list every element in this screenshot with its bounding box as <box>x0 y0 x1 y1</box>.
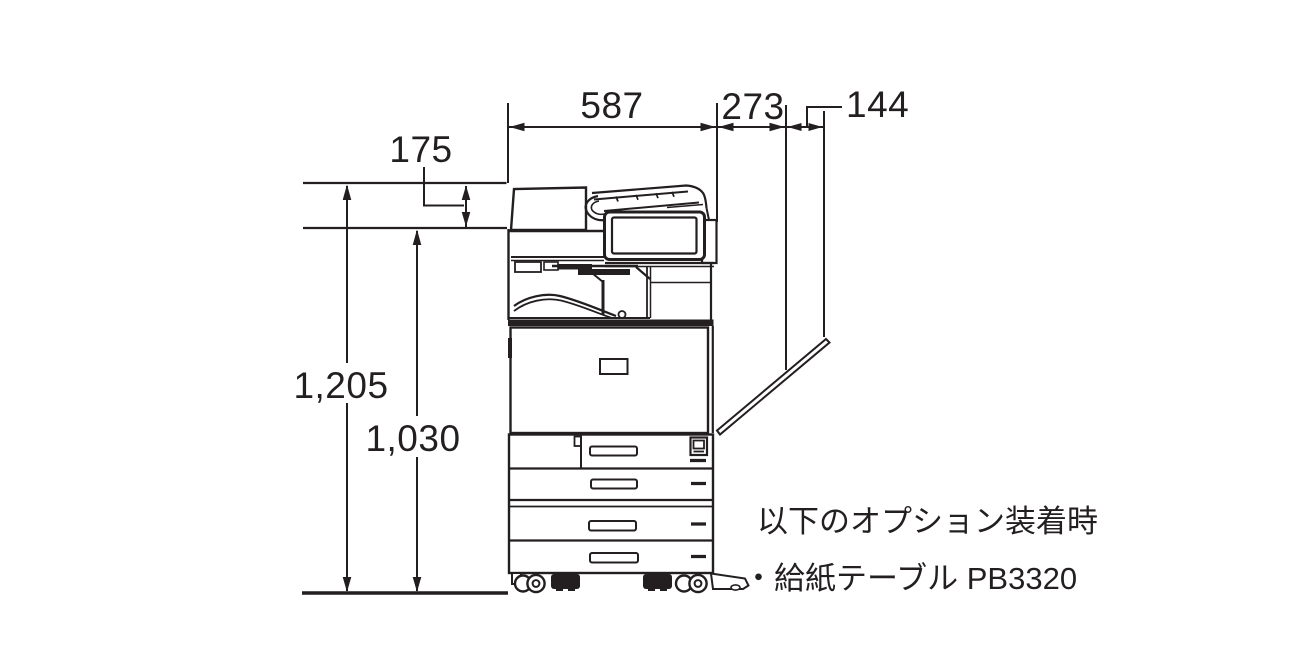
door-latch <box>573 435 582 447</box>
printer-side-view <box>507 184 831 594</box>
front-door <box>508 326 714 435</box>
tray2-handle <box>590 478 638 490</box>
casters <box>511 572 750 594</box>
body-separator-band <box>508 319 714 326</box>
width-bypass-ext-label: 144 <box>846 84 909 125</box>
paper-tray-stack <box>507 433 715 575</box>
leader-144 <box>806 106 842 127</box>
option-note-line2: ・給紙テーブル PB3320 <box>743 561 1077 596</box>
width-main-label: 587 <box>580 85 643 126</box>
height-adf-diff-label: 175 <box>389 129 452 170</box>
tray3-handle <box>588 520 637 532</box>
tray4-handle <box>589 552 639 564</box>
leader-175 <box>423 167 464 207</box>
touchscreen <box>610 216 698 255</box>
width-bypass-label: 273 <box>721 86 784 127</box>
height-body-label: 1,030 <box>365 418 460 459</box>
scanner-body <box>507 220 713 322</box>
dimension-lines <box>302 103 842 595</box>
option-note-line1: 以下のオプション装着時 <box>757 504 1098 539</box>
height-total-label: 1,205 <box>293 365 388 406</box>
tray1-handle <box>589 445 638 457</box>
inner-output-tray <box>509 261 711 319</box>
paper-indicator <box>689 436 709 457</box>
door-emblem <box>599 358 629 375</box>
bypass-tray-open <box>715 337 831 436</box>
adf-unit <box>509 184 710 232</box>
control-panel <box>603 210 718 268</box>
